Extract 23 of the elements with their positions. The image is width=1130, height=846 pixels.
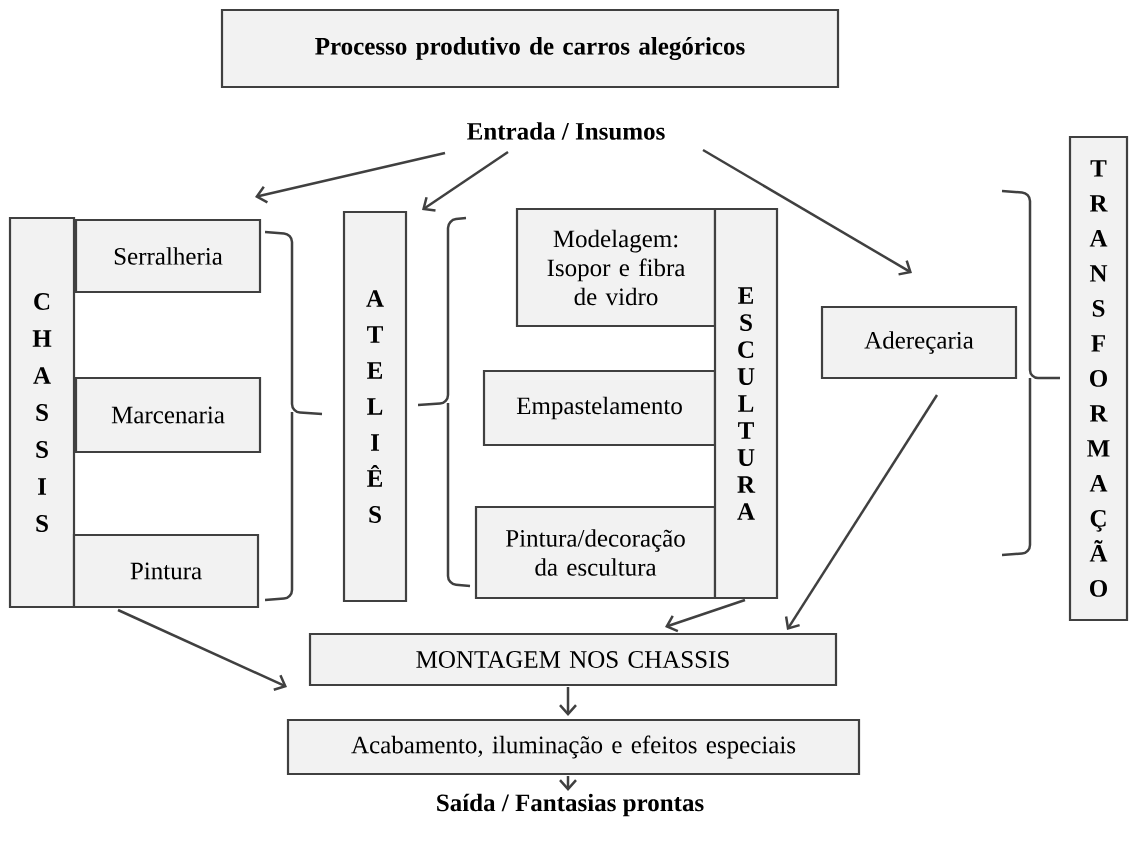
process-box: Pintura <box>72 533 260 609</box>
arrow <box>702 148 912 276</box>
process-box: Adereçaria <box>820 305 1018 380</box>
arrow <box>784 394 939 630</box>
vertical-box: ESCULTURA <box>713 207 779 600</box>
arrow <box>255 151 446 204</box>
process-box: Acabamento, iluminação e efeitos especiais <box>286 718 861 776</box>
arrow <box>422 150 509 212</box>
vertical-box: ATELIÊS <box>342 210 408 603</box>
process-box: Modelagem: Isopor e fibra de vidro <box>515 207 717 328</box>
process-box: Marcenaria <box>74 376 262 454</box>
process-box: Pintura/decoração da escultura <box>474 505 717 600</box>
process-box: MONTAGEM NOS CHASSIS <box>308 632 838 687</box>
process-box: Empastelamento <box>482 369 717 447</box>
arrow <box>665 598 746 633</box>
title-box: Processo produtivo de carros alegóricos <box>220 8 840 89</box>
arrow <box>117 608 287 691</box>
vertical-box: CHASSIS <box>8 216 76 609</box>
arrow <box>559 687 577 716</box>
process-box: Serralheria <box>74 218 262 294</box>
heading-text: Entrada / Insumos <box>467 122 665 140</box>
vertical-box: TRANSFORMAÇÃO <box>1068 135 1129 622</box>
heading-text: Saída / Fantasias prontas <box>437 793 704 817</box>
